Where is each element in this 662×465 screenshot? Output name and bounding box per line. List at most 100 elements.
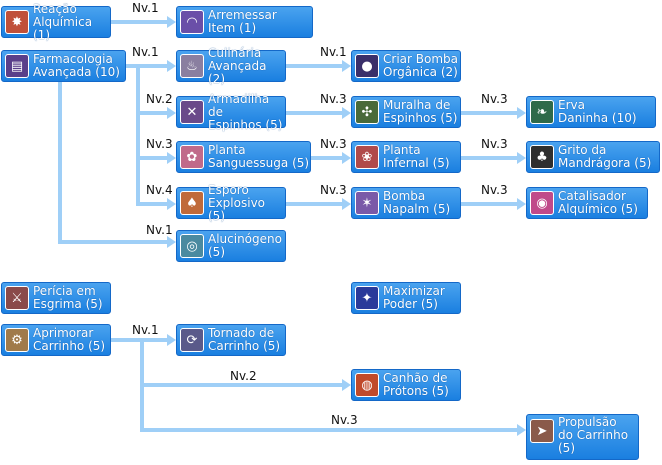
skill-alucinogeno[interactable]: ◎ Alucinógeno (5) [176, 230, 286, 262]
skill-catalisador-alquimico[interactable]: ◉ Catalisador Alquímico (5) [526, 187, 648, 219]
connector-line [460, 202, 522, 206]
connector-arrow [167, 152, 176, 164]
skill-criar-bomba-organica[interactable]: ● Criar Bomba Orgânica (2) [351, 50, 461, 82]
skill-label: Armadilha de Espinhos (5) [208, 91, 283, 132]
skill-label: Aprimorar Carrinho (5) [33, 326, 106, 353]
skill-planta-infernal[interactable]: ❀ Planta Infernal (5) [351, 141, 461, 173]
level-label: Nv.3 [320, 92, 347, 106]
connector-line [58, 240, 172, 244]
skill-label: Planta Infernal (5) [383, 143, 450, 170]
level-label: Nv.3 [146, 137, 173, 151]
cart-tornado-icon: ⟳ [180, 328, 204, 352]
skill-grito-da-mandragora[interactable]: ♣ Grito da Mandrágora (5) [526, 141, 660, 173]
cannon-icon: ◍ [355, 373, 379, 397]
skill-muralha-de-espinhos[interactable]: ✣ Muralha de Espinhos (5) [351, 96, 461, 128]
connector-arrow [517, 107, 526, 119]
skill-aprimorar-carrinho[interactable]: ⚙ Aprimorar Carrinho (5) [1, 324, 111, 356]
connector-line [136, 64, 140, 206]
skill-label: Reação Alquímica (1) [33, 1, 93, 42]
weed-icon: ❧ [530, 100, 554, 124]
sword-icon: ⚔ [5, 286, 29, 310]
skill-reacao-alquimica[interactable]: ✸ Reação Alquímica (1) [1, 2, 111, 41]
connector-line [285, 202, 347, 206]
connector-line [460, 111, 522, 115]
skill-label: Arremessar Item (1) [208, 8, 277, 35]
skill-label: Tornado de Carrinho (5) [208, 326, 281, 353]
skill-label: Maximizar Poder (5) [383, 284, 445, 311]
connector-arrow [342, 60, 351, 72]
thorn-trap-icon: ✕ [180, 100, 204, 124]
connector-line [110, 20, 172, 24]
skill-farmacologia-avancada[interactable]: ▤ Farmacologia Avançada (10) [1, 50, 126, 82]
level-label: Nv.3 [320, 137, 347, 151]
level-label: Nv.1 [146, 223, 173, 237]
leech-plant-icon: ✿ [180, 145, 204, 169]
skill-propulsao-do-carrinho[interactable]: ➤ Propulsão do Carrinho (5) [526, 414, 639, 460]
burst-icon: ✸ [5, 10, 29, 34]
skill-pericia-em-esgrima[interactable]: ⚔ Perícia em Esgrima (5) [1, 282, 111, 314]
skill-label: Esporo Explosivo (5) [208, 182, 266, 223]
skill-canhao-de-protons[interactable]: ◍ Canhão de Prótons (5) [351, 369, 461, 401]
skill-label: Criar Bomba Orgânica (2) [383, 52, 458, 79]
skill-esporo-explosivo[interactable]: ♠ Esporo Explosivo (5) [176, 183, 286, 222]
skill-label: Culinária Avançada (2) [208, 45, 267, 86]
level-label: Nv.3 [481, 92, 508, 106]
throw-icon: ◠ [180, 10, 204, 34]
skill-label: Grito da Mandrágora (5) [558, 143, 652, 170]
connector-arrow [517, 198, 526, 210]
connector-line [136, 156, 172, 160]
level-label: Nv.3 [331, 413, 358, 427]
connector-arrow [167, 334, 176, 346]
thorn-wall-icon: ✣ [355, 100, 379, 124]
connector-line [140, 383, 347, 387]
connector-line [285, 111, 347, 115]
connector-arrow [517, 424, 526, 436]
level-label: Nv.1 [320, 45, 347, 59]
skill-bomba-napalm[interactable]: ✶ Bomba Napalm (5) [351, 187, 461, 219]
skill-label: Bomba Napalm (5) [383, 189, 451, 216]
mandrake-icon: ♣ [530, 145, 554, 169]
connector-line [136, 202, 172, 206]
connector-arrow [342, 107, 351, 119]
skill-label: Planta Sanguessuga (5) [208, 143, 310, 170]
skill-label: Perícia em Esgrima (5) [33, 284, 103, 311]
level-label: Nv.2 [230, 369, 257, 383]
skill-label: Erva Daninha (10) [558, 98, 637, 125]
skill-label: Propulsão do Carrinho (5) [558, 415, 629, 455]
bomb-icon: ● [355, 54, 379, 78]
connector-line [110, 64, 172, 68]
level-label: Nv.3 [481, 137, 508, 151]
mushroom-icon: ♠ [180, 191, 204, 215]
skill-maximizar-poder[interactable]: ✦ Maximizar Poder (5) [351, 282, 461, 314]
skill-arremessar-item[interactable]: ◠ Arremessar Item (1) [176, 6, 313, 38]
level-label: Nv.1 [132, 1, 159, 15]
level-label: Nv.2 [146, 92, 173, 106]
connector-line [285, 64, 347, 68]
connector-line [136, 111, 172, 115]
connector-arrow [167, 236, 176, 248]
skill-culinaria-avancada[interactable]: ♨ Culinária Avançada (2) [176, 46, 286, 85]
connector-arrow [342, 152, 351, 164]
level-label: Nv.3 [481, 183, 508, 197]
napalm-icon: ✶ [355, 191, 379, 215]
level-label: Nv.1 [132, 323, 159, 337]
skill-armadilha-de-espinhos[interactable]: ✕ Armadilha de Espinhos (5) [176, 92, 286, 131]
hell-plant-icon: ❀ [355, 145, 379, 169]
level-label: Nv.1 [132, 45, 159, 59]
level-label: Nv.4 [146, 183, 173, 197]
catalyst-icon: ◉ [530, 191, 554, 215]
book-icon: ▤ [5, 54, 29, 78]
cooking-icon: ♨ [180, 54, 204, 78]
skill-erva-daninha[interactable]: ❧ Erva Daninha (10) [526, 96, 656, 128]
connector-arrow [342, 379, 351, 391]
connector-line [58, 78, 62, 244]
level-label: Nv.3 [320, 183, 347, 197]
skill-label: Canhão de Prótons (5) [383, 371, 449, 398]
connector-arrow [167, 16, 176, 28]
skill-planta-sanguessuga[interactable]: ✿ Planta Sanguessuga (5) [176, 141, 311, 173]
connector-arrow [167, 60, 176, 72]
connector-line [140, 428, 522, 432]
hallucinogen-icon: ◎ [180, 234, 204, 258]
skill-tornado-de-carrinho[interactable]: ⟳ Tornado de Carrinho (5) [176, 324, 286, 356]
